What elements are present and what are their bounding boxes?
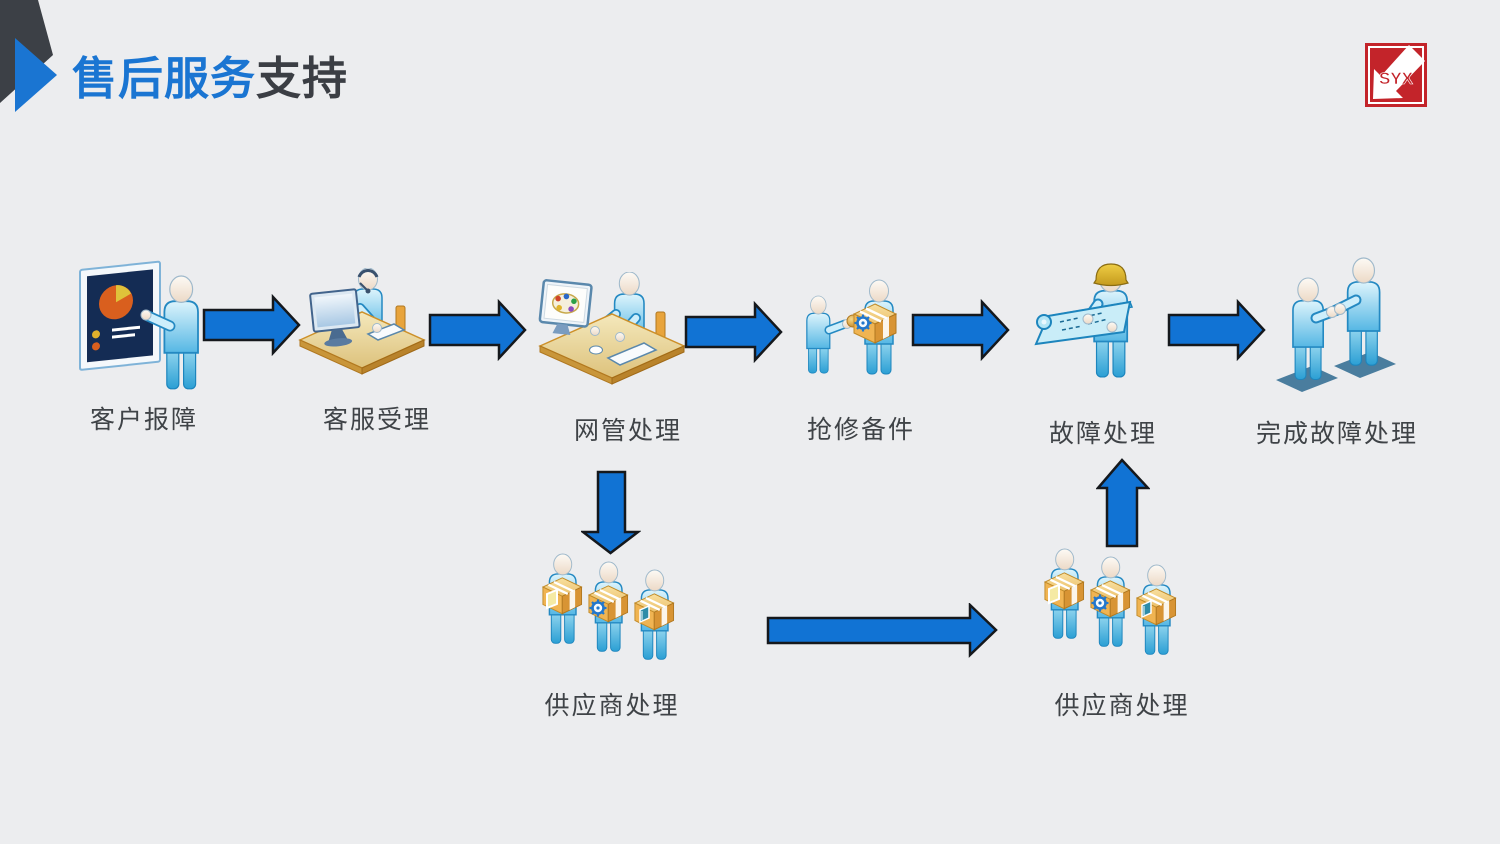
spare-parts-icon: [795, 278, 913, 390]
step-label-service-desk: 客服受理: [242, 400, 512, 436]
page-title: 售后服务支持: [72, 42, 348, 107]
suppliers-right-icon: [1038, 545, 1198, 677]
network-admin-icon: [538, 272, 686, 392]
step-label-network-admin: 网管处理: [493, 411, 763, 447]
step-label-spare-parts: 抢修备件: [726, 410, 996, 446]
up-arrow-b2-s5-icon: [1096, 458, 1150, 548]
branch-label-suppliers-right: 供应商处理: [987, 686, 1257, 722]
fault-repair-icon: [1032, 260, 1162, 398]
service-desk-icon: [298, 268, 428, 388]
handshake-icon: [1268, 252, 1400, 402]
right-arrow-s2-s3-icon: [428, 299, 528, 361]
step-label-fault-repair: 故障处理: [968, 414, 1238, 450]
logo-text: SYX: [1379, 69, 1414, 88]
title-secondary: 支持: [256, 53, 348, 104]
right-arrow-s5-s6-icon: [1167, 299, 1267, 361]
step-label-handshake: 完成故障处理: [1202, 414, 1472, 450]
step-label-customer-report: 客户报障: [9, 400, 279, 436]
branch-label-suppliers-left: 供应商处理: [477, 686, 747, 722]
suppliers-left-icon: [536, 550, 696, 682]
right-arrow-s4-s5-icon: [911, 299, 1011, 361]
company-logo-icon: SYX: [1365, 43, 1427, 107]
corner-decoration-icon: [0, 0, 62, 115]
customer-report-icon: [78, 258, 213, 398]
title-primary: 售后服务: [72, 53, 256, 104]
right-arrow-s1-s2-icon: [202, 294, 302, 356]
right-arrow-b1-b2-icon: [766, 603, 998, 659]
right-arrow-s3-s4-icon: [684, 301, 784, 363]
down-arrow-s3-b1-icon: [581, 470, 641, 556]
